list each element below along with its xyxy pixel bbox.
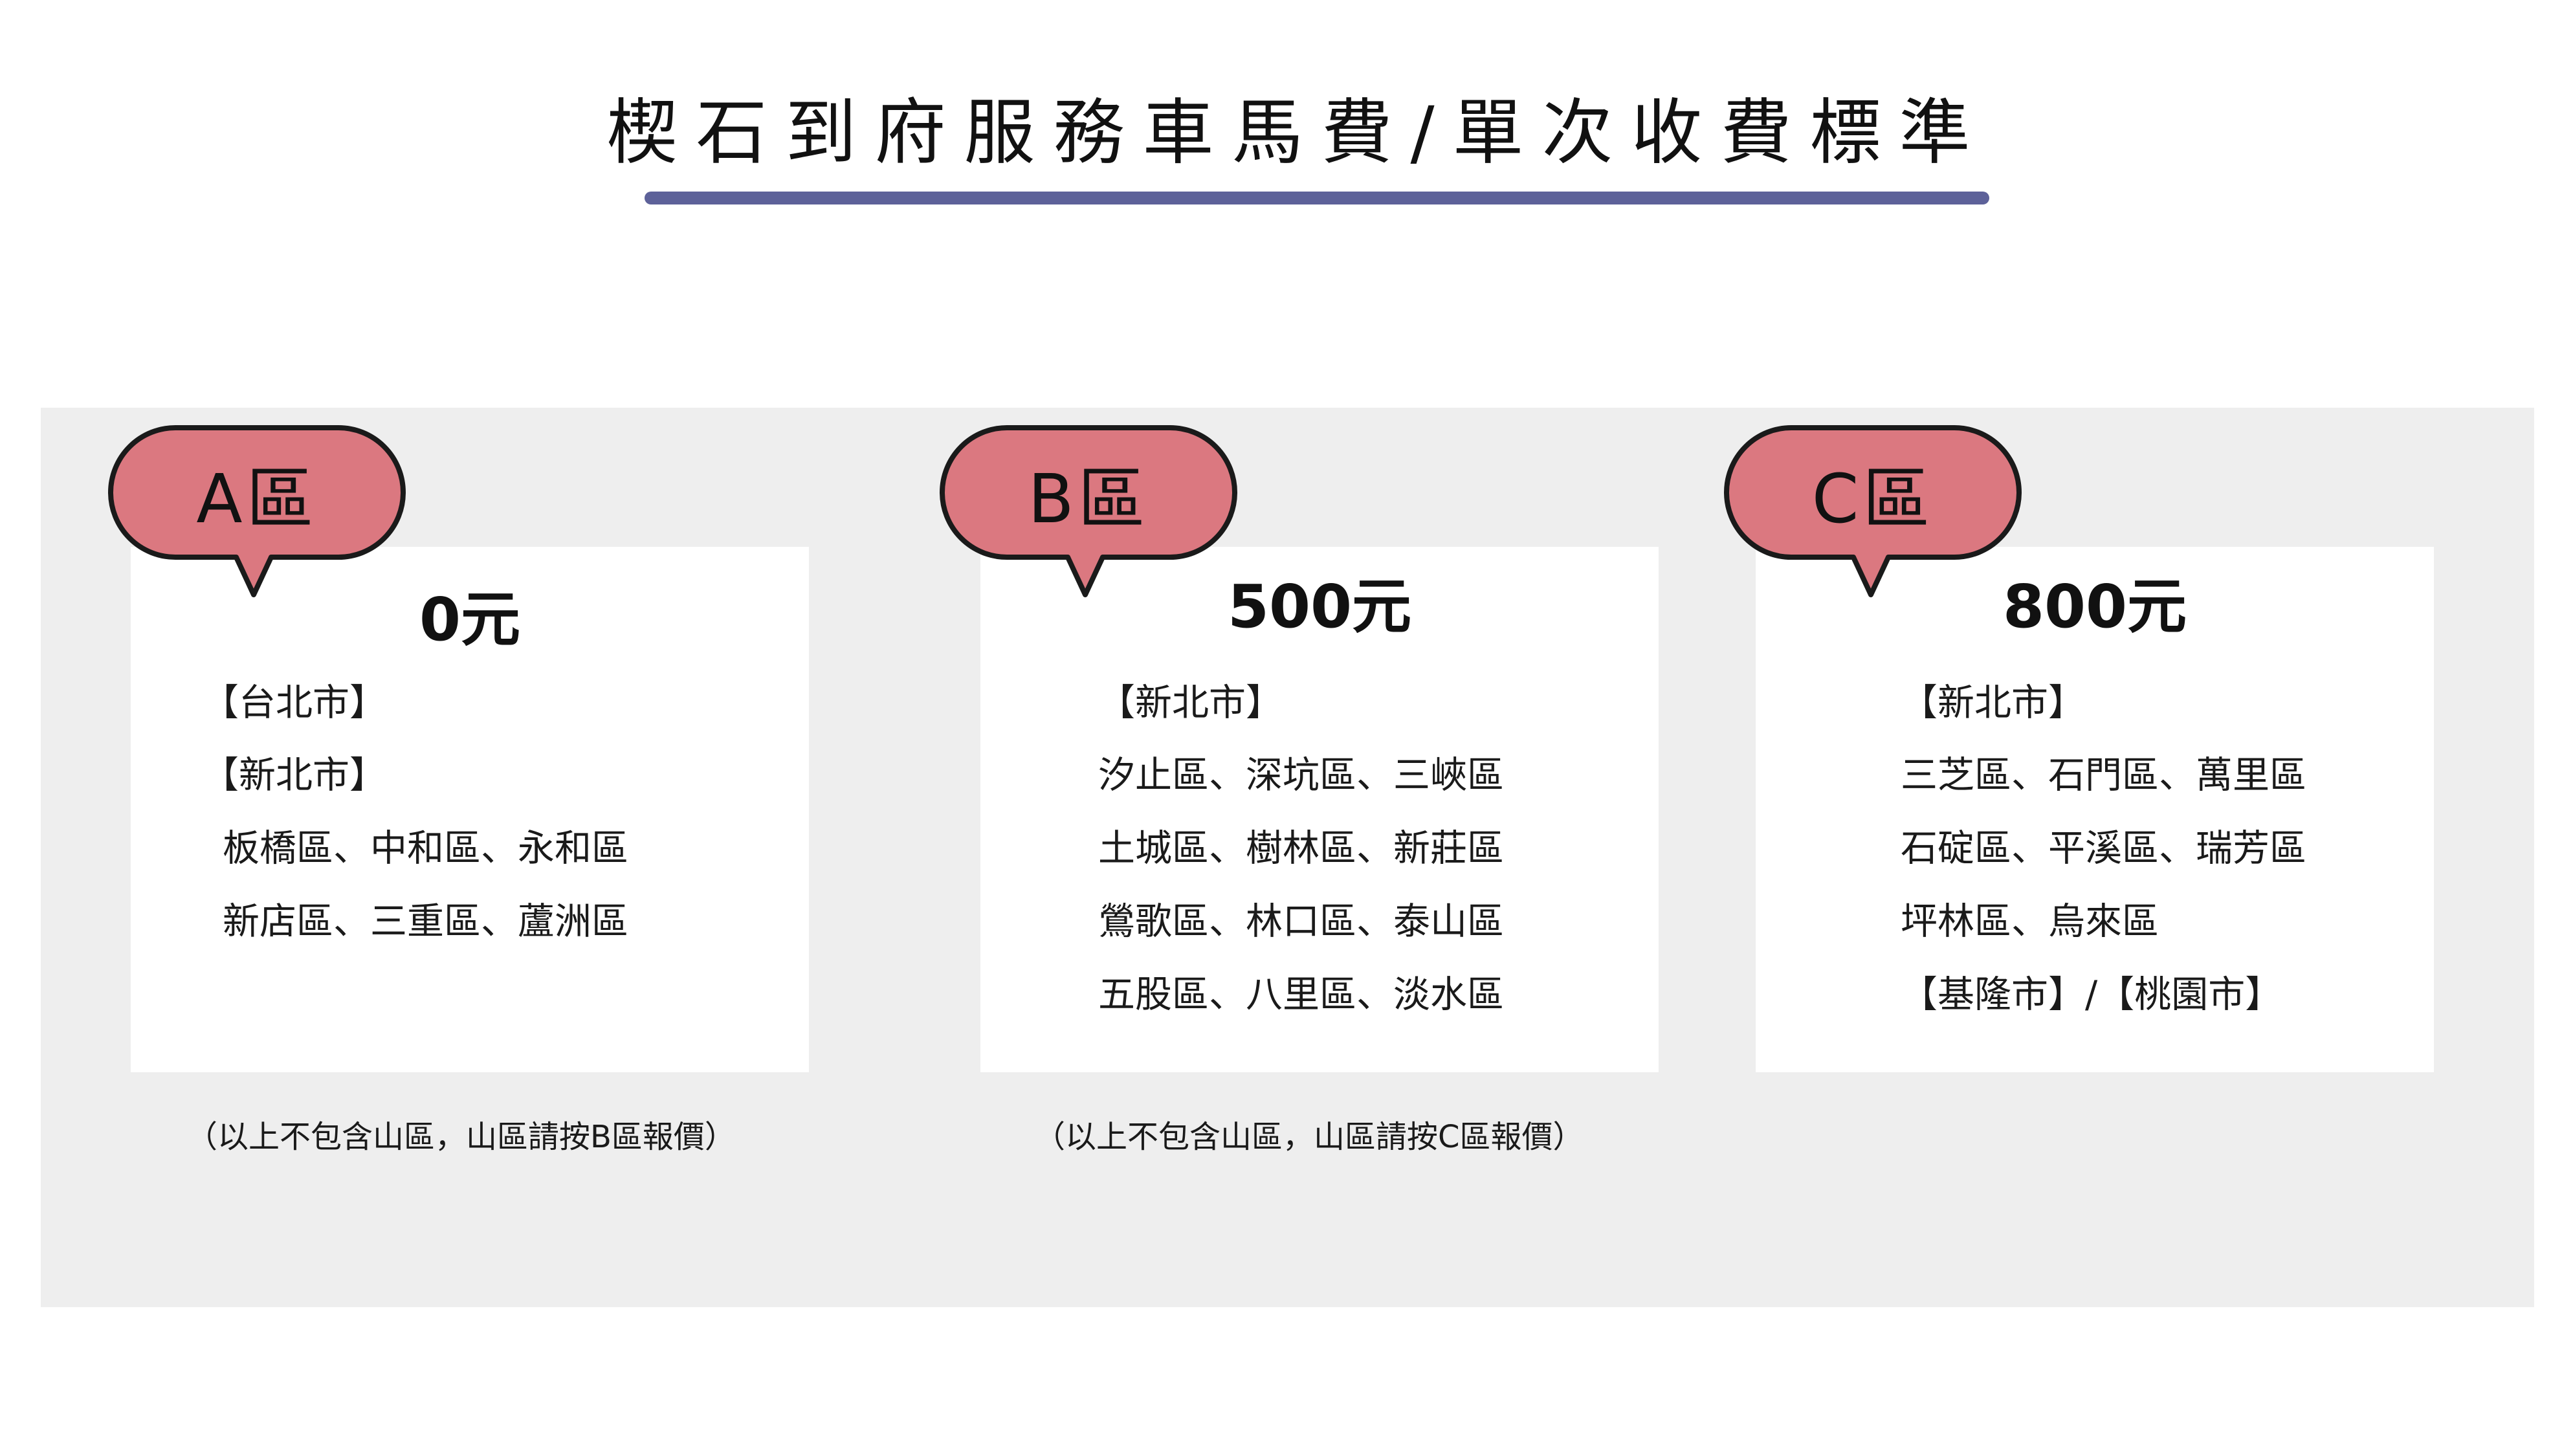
zone-b-line: 鶯歌區、林口區、泰山區 — [1098, 900, 1504, 943]
zone-b-note: （以上不包含山區，山區請按C區報價） — [1034, 1119, 1584, 1155]
zone-a-price: 0元 — [419, 585, 520, 654]
zone-c-line: 石碇區、平溪區、瑞芳區 — [1901, 827, 2306, 870]
zone-a-line: 【新北市】 — [202, 754, 386, 797]
speech-bubble-icon — [108, 425, 406, 597]
zone-a-line: 【台北市】 — [202, 681, 386, 724]
zone-b-badge: B區 — [940, 425, 1237, 597]
page-title: 楔石到府服務車馬費/單次收費標準 — [606, 91, 1989, 174]
zone-b-label: B區 — [1028, 459, 1149, 538]
speech-bubble-icon — [1724, 425, 2022, 597]
zone-b-price: 500元 — [1227, 572, 1412, 641]
zone-a-line: 板橋區、中和區、永和區 — [223, 827, 628, 870]
zone-c-line: 【新北市】 — [1901, 681, 2085, 724]
zone-b-card — [980, 547, 1659, 1072]
zone-b-line: 【新北市】 — [1098, 681, 1283, 724]
zone-c-card — [1756, 547, 2434, 1072]
zone-a-badge: A區 — [108, 425, 406, 597]
zone-c-price: 800元 — [2002, 572, 2187, 641]
zone-a-card — [131, 547, 809, 1072]
zone-a-note: （以上不包含山區，山區請按B區報價） — [186, 1119, 736, 1155]
zone-c-line: 三芝區、石門區、萬里區 — [1901, 754, 2306, 797]
zone-c-line: 【基隆市】/【桃園市】 — [1901, 973, 2282, 1016]
zone-b-line: 土城區、樹林區、新莊區 — [1098, 827, 1504, 870]
speech-bubble-icon — [940, 425, 1237, 597]
zone-c-line: 坪林區、烏來區 — [1901, 900, 2159, 943]
title-underline — [645, 192, 1989, 204]
zone-c-label: C區 — [1811, 459, 1934, 538]
zone-b-line: 汐止區、深坑區、三峽區 — [1098, 754, 1504, 797]
zone-a-line: 新店區、三重區、蘆洲區 — [223, 900, 628, 943]
zone-b-line: 五股區、八里區、淡水區 — [1098, 973, 1504, 1016]
zone-a-label: A區 — [196, 459, 318, 538]
zone-c-badge: C區 — [1724, 425, 2022, 597]
